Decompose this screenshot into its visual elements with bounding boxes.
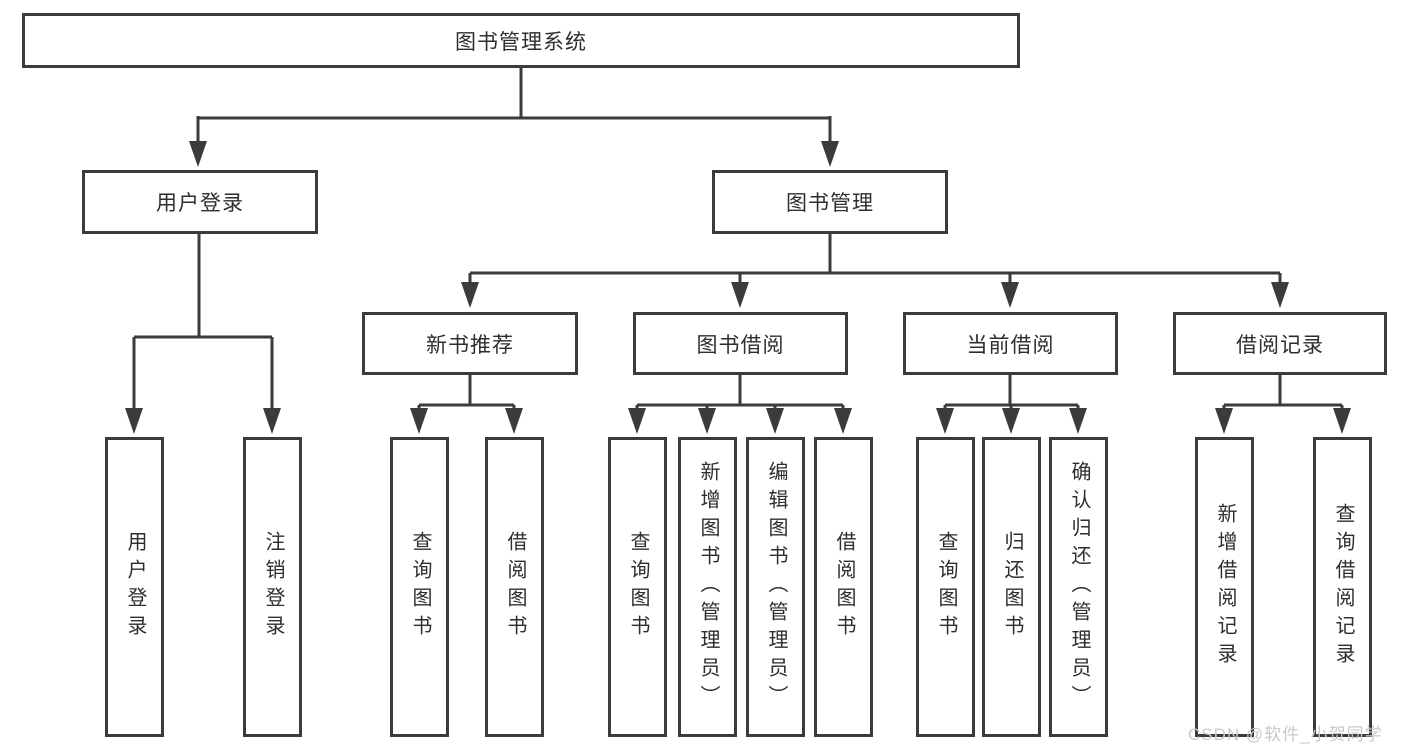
leaf-label: 确认归还（管理员） <box>1068 461 1090 713</box>
arrow-down-icon <box>1215 408 1233 434</box>
arrow-down-icon <box>766 408 784 434</box>
leaf-add-books-admin: 新增图书（管理员） <box>678 437 737 737</box>
leaf-label: 借阅图书 <box>504 531 526 643</box>
connector-book-management <box>461 232 1289 308</box>
arrow-down-icon <box>698 408 716 434</box>
watermark: CSDN @软件_小贺同学 <box>1188 720 1383 745</box>
leaf-borrow-books-2: 借阅图书 <box>814 437 873 737</box>
leaf-label: 查询图书 <box>627 531 649 643</box>
leaf-label: 查询图书 <box>409 531 431 643</box>
node-borrow-records-label: 借阅记录 <box>1236 333 1324 357</box>
leaf-label: 查询图书 <box>935 531 957 643</box>
node-book-management: 图书管理 <box>712 170 948 234</box>
node-new-book-recommend-label: 新书推荐 <box>426 333 514 357</box>
leaf-query-books-2: 查询图书 <box>608 437 667 737</box>
arrow-down-icon <box>1001 282 1019 308</box>
arrow-down-icon <box>1002 408 1020 434</box>
watermark-text: CSDN @软件_小贺同学 <box>1188 725 1383 744</box>
arrow-down-icon <box>461 282 479 308</box>
connector-new-book <box>410 374 523 434</box>
arrow-down-icon <box>834 408 852 434</box>
leaf-label: 编辑图书（管理员） <box>765 461 787 713</box>
leaf-query-borrow-record: 查询借阅记录 <box>1313 437 1372 737</box>
leaf-label: 借阅图书 <box>833 531 855 643</box>
arrow-down-icon <box>189 141 207 167</box>
node-user-login-label: 用户登录 <box>156 192 244 215</box>
arrow-down-icon <box>1271 282 1289 308</box>
leaf-label: 查询借阅记录 <box>1332 503 1354 671</box>
node-current-borrow-label: 当前借阅 <box>966 333 1055 357</box>
leaf-confirm-return-admin: 确认归还（管理员） <box>1049 437 1108 737</box>
arrow-down-icon <box>1069 408 1087 434</box>
arrow-down-icon <box>263 408 281 434</box>
arrow-down-icon <box>125 408 143 434</box>
node-root: 图书管理系统 <box>22 13 1020 68</box>
arrow-down-icon <box>505 408 523 434</box>
leaf-label: 新增图书（管理员） <box>697 461 719 713</box>
leaf-label: 用户登录 <box>124 531 146 643</box>
arrow-down-icon <box>936 408 954 434</box>
arrow-down-icon <box>821 141 839 167</box>
leaf-borrow-books-1: 借阅图书 <box>485 437 544 737</box>
arrow-down-icon <box>410 408 428 434</box>
node-book-borrow: 图书借阅 <box>633 312 848 375</box>
node-borrow-records: 借阅记录 <box>1173 312 1387 375</box>
leaf-query-books-3: 查询图书 <box>916 437 975 737</box>
leaf-label: 归还图书 <box>1001 531 1023 643</box>
leaf-label: 注销登录 <box>262 531 284 643</box>
leaf-query-books-1: 查询图书 <box>390 437 449 737</box>
node-book-borrow-label: 图书借阅 <box>696 333 785 357</box>
connector-current-borrow <box>936 374 1087 434</box>
arrow-down-icon <box>731 282 749 308</box>
leaf-return-books: 归还图书 <box>982 437 1041 737</box>
leaf-edit-books-admin: 编辑图书（管理员） <box>746 437 805 737</box>
node-current-borrow: 当前借阅 <box>903 312 1118 375</box>
connector-user-login <box>125 232 281 434</box>
arrow-down-icon <box>1333 408 1351 434</box>
node-user-login: 用户登录 <box>82 170 318 234</box>
connector-borrow-records <box>1215 374 1351 434</box>
node-book-management-label: 图书管理 <box>786 192 874 215</box>
connector-root <box>189 67 839 167</box>
connector-book-borrow <box>628 374 852 434</box>
arrow-down-icon <box>628 408 646 434</box>
node-root-label: 图书管理系统 <box>455 30 587 54</box>
leaf-add-borrow-record: 新增借阅记录 <box>1195 437 1254 737</box>
leaf-label: 新增借阅记录 <box>1214 503 1236 671</box>
leaf-user-login: 用户登录 <box>105 437 164 737</box>
leaf-logout: 注销登录 <box>243 437 302 737</box>
node-new-book-recommend: 新书推荐 <box>362 312 578 375</box>
